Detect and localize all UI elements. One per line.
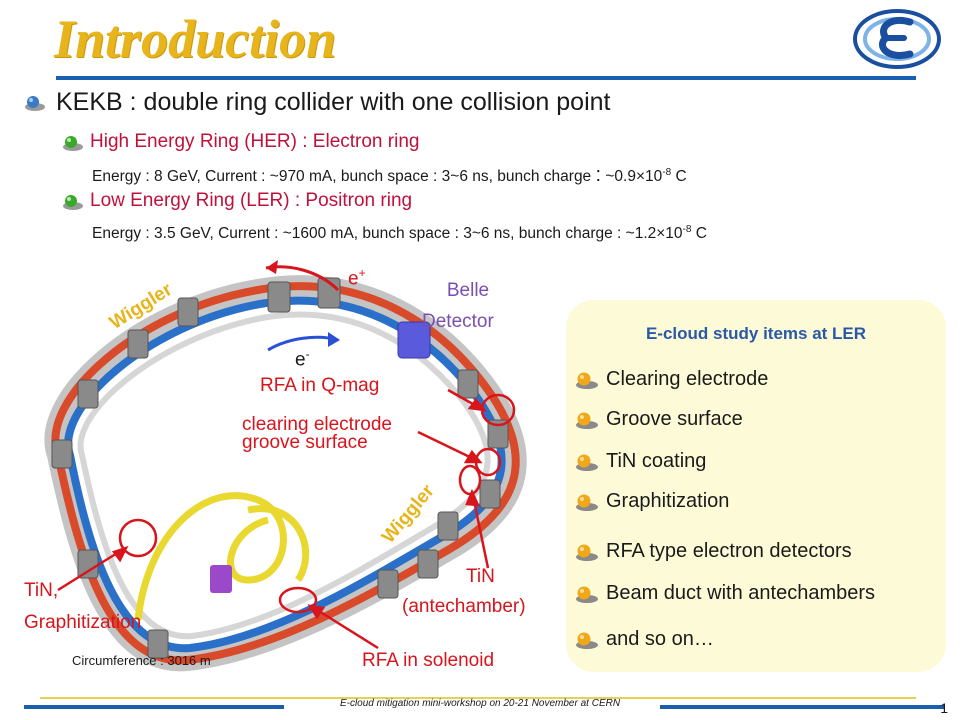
kekb-ring-diagram [44, 260, 527, 672]
her-detail-unit: C [671, 168, 687, 185]
orange-bullet-icon [576, 586, 598, 603]
panel-item-text: Beam duct with antechambers [606, 582, 876, 604]
her-title: High Energy Ring (HER) : Electron ring [90, 131, 420, 152]
electron-label: e- [295, 347, 310, 371]
page-number: 1 [940, 700, 948, 716]
panel-item: TiN coating [574, 450, 706, 473]
ler-detail-text: Energy : 3.5 GeV, Current : ~1600 mA, bu… [92, 225, 683, 243]
orange-bullet-icon [576, 412, 598, 429]
solenoid-block [210, 565, 232, 593]
belle-label: Belle [440, 280, 496, 302]
panel-item: Beam duct with antechambers [574, 582, 875, 605]
slide-title: Introduction [54, 9, 337, 69]
marker-antechamber [458, 464, 482, 496]
orange-bullet-icon [576, 632, 598, 649]
orange-bullet-icon [576, 544, 598, 561]
marker-tin [118, 518, 158, 558]
footer-rule-top [40, 697, 916, 699]
yellow-cable-2 [247, 505, 310, 582]
her-detail: Energy : 8 GeV, Current : ~970 mA, bunch… [92, 164, 687, 187]
orange-bullet-icon [576, 372, 598, 389]
blue-bullet-icon [25, 96, 45, 112]
ler-detail-unit: C [691, 225, 707, 243]
tin-ante-label-2: (antechamber) [402, 596, 526, 617]
belle-detector-block [397, 321, 431, 359]
her-detail-text: Energy : 8 GeV, Current : ~970 mA, bunch… [92, 168, 596, 185]
orange-bullet-icon [576, 494, 598, 511]
green-bullet-icon [63, 194, 83, 210]
her-detail-colon: : [595, 164, 602, 186]
ler-bullet: Low Energy Ring (LER) : Positron ring [62, 190, 412, 212]
footer-rule-left [24, 705, 284, 709]
groove-label: groove surface [242, 432, 368, 453]
her-bullet: High Energy Ring (HER) : Electron ring [62, 131, 419, 153]
panel-item: Clearing electrode [574, 368, 768, 391]
yellow-cable [134, 492, 287, 621]
rfa-solenoid-label: RFA in solenoid [362, 650, 495, 671]
ler-detail: Energy : 3.5 GeV, Current : ~1600 mA, bu… [92, 224, 707, 243]
green-bullet-icon [63, 135, 83, 151]
panel-item: and so on… [574, 628, 714, 651]
electron-symbol: e [295, 349, 306, 371]
ler-title: Low Energy Ring (LER) : Positron ring [90, 190, 413, 211]
magnet-blocks [51, 277, 509, 659]
belle-label-2: Detector [422, 311, 494, 332]
clearing-label: clearing electrode [242, 414, 392, 435]
panel-item-text: RFA type electron detectors [606, 540, 852, 562]
panel-title: E-cloud study items at LER [645, 324, 867, 343]
electron-sup: - [305, 347, 310, 361]
circumference-label: Circumference : 3016 m [72, 653, 211, 668]
panel-item: Graphitization [574, 490, 729, 513]
rfa-qmag-label: RFA in Q-mag [260, 375, 380, 396]
her-detail-exponent: -8 [662, 166, 672, 178]
footer-text: E-cloud mitigation mini-workshop on 20-2… [339, 698, 621, 709]
panel-item-text: TiN coating [606, 450, 707, 472]
panel-item: RFA type electron detectors [574, 540, 852, 563]
ler-detail-exponent: -8 [682, 224, 692, 235]
her-detail-value: ~0.9×10 [601, 168, 663, 185]
panel-item-text: Clearing electrode [606, 368, 769, 390]
title-underline [56, 76, 916, 80]
orange-bullet-icon [576, 454, 598, 471]
tin-graph-label-1: TiN, [24, 580, 59, 601]
footer-rule-right [660, 705, 944, 709]
marker-solenoid [278, 586, 318, 614]
panel-item-text: and so on… [606, 628, 714, 650]
positron-symbol: e [348, 268, 359, 290]
panel-item: Groove surface [574, 408, 743, 431]
main-bullet-text: KEKB : double ring collider with one col… [56, 88, 611, 116]
belle-line-1: Belle [446, 280, 490, 301]
ecloud-study-panel: E-cloud study items at LER Clearing elec… [566, 300, 946, 672]
tin-ante-label-1: TiN [466, 566, 495, 587]
kek-logo-icon [853, 9, 941, 69]
positron-label: e+ [348, 266, 366, 290]
main-bullet: KEKB : double ring collider with one col… [24, 88, 610, 117]
panel-item-text: Groove surface [606, 408, 743, 430]
tin-graph-label-2: Graphitization [24, 612, 142, 633]
positron-sup: + [358, 266, 366, 280]
panel-item-text: Graphitization [606, 490, 730, 512]
